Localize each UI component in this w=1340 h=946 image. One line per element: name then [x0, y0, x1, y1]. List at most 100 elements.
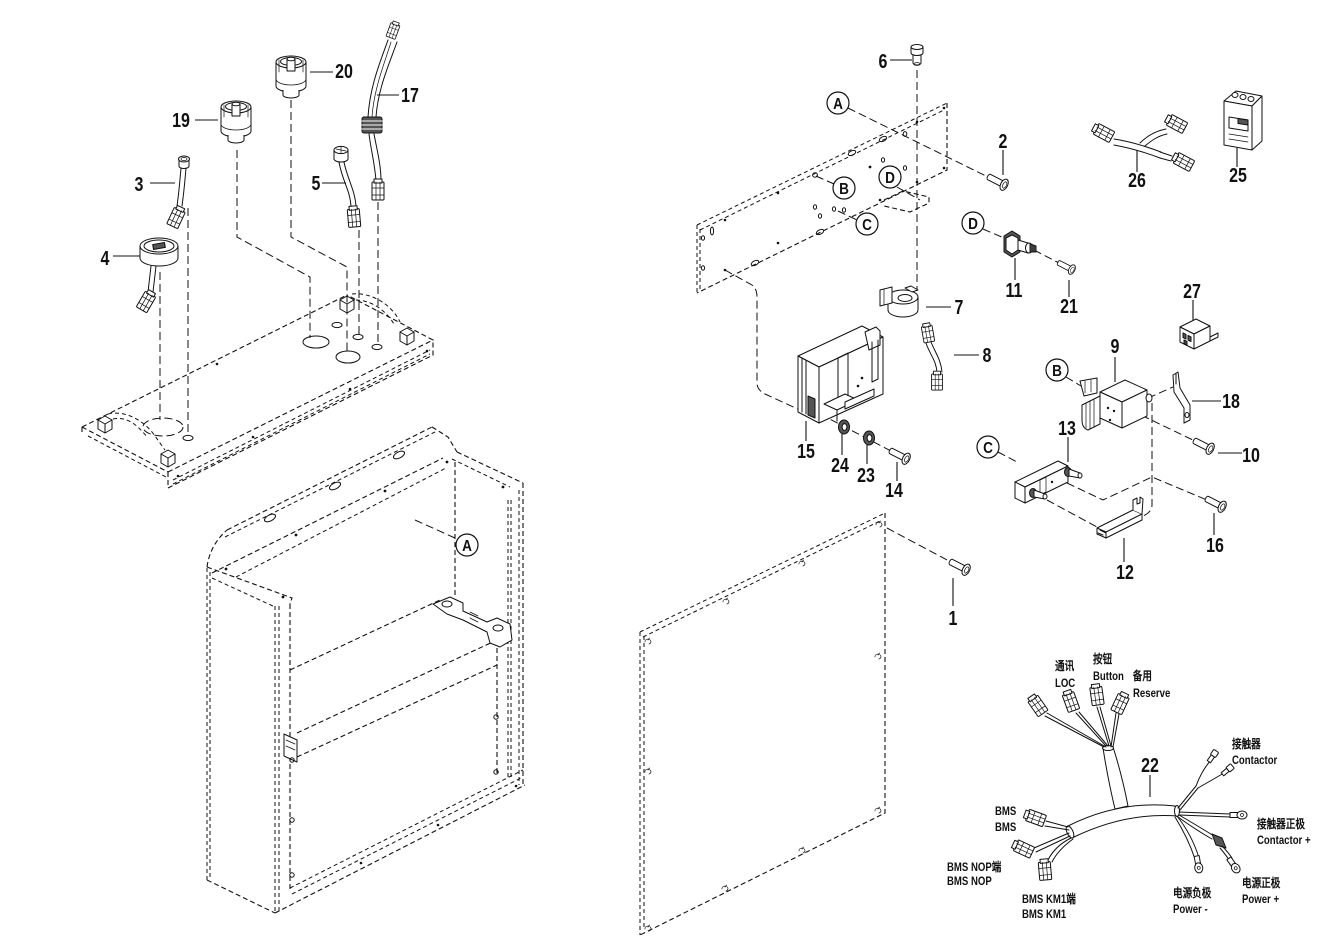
label-button-zh: 按钮: [1093, 651, 1112, 666]
part-1-bolt: [946, 555, 973, 578]
part-13-fuse-holder: [1014, 460, 1083, 504]
callout-leaders: [113, 59, 1242, 797]
callout-23: 23: [857, 464, 875, 486]
part-27-relay: [1179, 318, 1219, 350]
callout-27: 27: [1183, 280, 1201, 302]
callout-18: 18: [1222, 390, 1240, 412]
callout-3: 3: [135, 173, 144, 195]
label-power-negative-en: Power -: [1173, 903, 1208, 916]
label-bms-km1-en: BMS KM1: [1022, 908, 1066, 921]
part-15-controller: [797, 325, 884, 424]
part-18-bracket: [1172, 371, 1191, 424]
connector-unlabeled: [1025, 692, 1049, 718]
label-bms-nop-en: BMS NOP: [947, 875, 992, 888]
label-contactor-positive-zh: 接触器正极: [1257, 816, 1305, 831]
ref-marker-cabinet-a: A: [455, 533, 479, 557]
label-contactor-zh: 接触器: [1232, 736, 1261, 751]
label-contactor-positive-en: Contactor +: [1257, 834, 1311, 847]
part-24-washer: [838, 419, 850, 435]
callout-1: 1: [949, 607, 958, 629]
ref-letter: D: [885, 170, 895, 187]
ref-letter: C: [983, 440, 993, 457]
part-3-cable: [166, 155, 190, 230]
callout-21: 21: [1060, 295, 1078, 317]
label-button-en: Button: [1093, 670, 1124, 683]
ref-letter: A: [833, 96, 843, 113]
part-12-bar: [1096, 496, 1144, 539]
connector-reserve: [1110, 690, 1132, 716]
contactor-terminal-1: [1205, 748, 1220, 764]
label-reserve-zh: 备用: [1132, 668, 1152, 683]
part-10-bolt: [1190, 434, 1217, 457]
power-negative-ring: [1192, 854, 1205, 874]
base-tray: [81, 293, 435, 489]
ref-marker-plate-a: A: [826, 91, 850, 115]
ref-letter: D: [968, 216, 978, 233]
power-positive-ring: [1225, 855, 1243, 876]
part-9-contactor: [1079, 377, 1153, 431]
callout-15: 15: [797, 440, 815, 462]
callout-14: 14: [885, 479, 903, 501]
ref-marker-part11-d: D: [961, 211, 985, 235]
part-17-cable: [361, 19, 402, 201]
assembly-lines-top-left: [159, 100, 379, 436]
callout-7: 7: [955, 296, 964, 318]
harness-22-left-branch: [1033, 820, 1074, 863]
callout-4: 4: [101, 247, 110, 269]
callout-numbers: 1 2 3 4 5 6 7 8 9 10 11 12 13 14 15 16 1…: [101, 50, 1260, 776]
label-reserve-en: Reserve: [1133, 687, 1170, 700]
connector-bms-nop: [1010, 837, 1036, 859]
harness-22-top-branch-wires: [1044, 706, 1120, 748]
connector-bms-km1: [1037, 858, 1053, 881]
mounting-plate: [696, 102, 948, 294]
part-20-bushing: [275, 55, 307, 99]
callout-17: 17: [401, 84, 419, 106]
callout-20: 20: [335, 60, 353, 82]
label-contactor-en: Contactor: [1232, 754, 1278, 767]
harness-22-labels: 通讯 LOC 按钮 Button 备用 Reserve 接触器 Contacto…: [947, 651, 1311, 921]
part-4-gauge: [135, 237, 179, 314]
part-5-cable: [333, 145, 362, 228]
label-bms-nop-zh: BMS NOP端: [947, 859, 1001, 874]
part-2-bolt: [984, 170, 1011, 193]
callout-22: 22: [1141, 754, 1159, 776]
assembly-lines-right: [724, 70, 1208, 528]
ref-letter: B: [839, 181, 849, 198]
part-14-bolt: [886, 444, 913, 467]
callout-9: 9: [1111, 335, 1120, 357]
cabinet-mounting-bracket: [432, 596, 513, 648]
harness-22-right-branch: [1174, 748, 1248, 876]
part-11: [1003, 230, 1037, 258]
callout-5: 5: [312, 172, 321, 194]
callout-19: 19: [172, 109, 190, 131]
connector-button: [1088, 682, 1105, 707]
ref-marker-plate-d: D: [878, 165, 902, 189]
callout-13: 13: [1058, 417, 1076, 439]
part-22-harness: [1010, 682, 1248, 881]
ref-marker-fuse-holder-c: C: [976, 435, 1000, 459]
label-power-negative-zh: 电源负极: [1173, 885, 1211, 900]
tray-bracket-left: [97, 412, 176, 468]
label-power-positive-en: Power +: [1242, 893, 1279, 906]
ref-letter: A: [462, 538, 472, 555]
part-25-module: [1223, 90, 1263, 151]
part-26-harness: [1090, 112, 1196, 173]
label-bms-zh: BMS: [995, 805, 1016, 818]
callout-25: 25: [1229, 164, 1247, 186]
part-6-bolt: [910, 44, 924, 66]
label-power-positive-zh: 电源正极: [1242, 875, 1280, 890]
contactor-positive-ring: [1229, 810, 1248, 820]
callout-11: 11: [1006, 279, 1023, 301]
ref-letter: C: [862, 217, 872, 234]
callout-24: 24: [831, 454, 849, 476]
cabinet-enclosure: [206, 426, 526, 914]
callout-12: 12: [1116, 561, 1134, 583]
part-16-bolt: [1202, 492, 1229, 515]
connector-bms: [1022, 807, 1048, 828]
label-bms-en: BMS: [995, 821, 1016, 834]
callout-16: 16: [1206, 534, 1224, 556]
callout-10: 10: [1242, 444, 1260, 466]
callout-2: 2: [999, 130, 1008, 152]
connector-loc: [1060, 688, 1081, 714]
